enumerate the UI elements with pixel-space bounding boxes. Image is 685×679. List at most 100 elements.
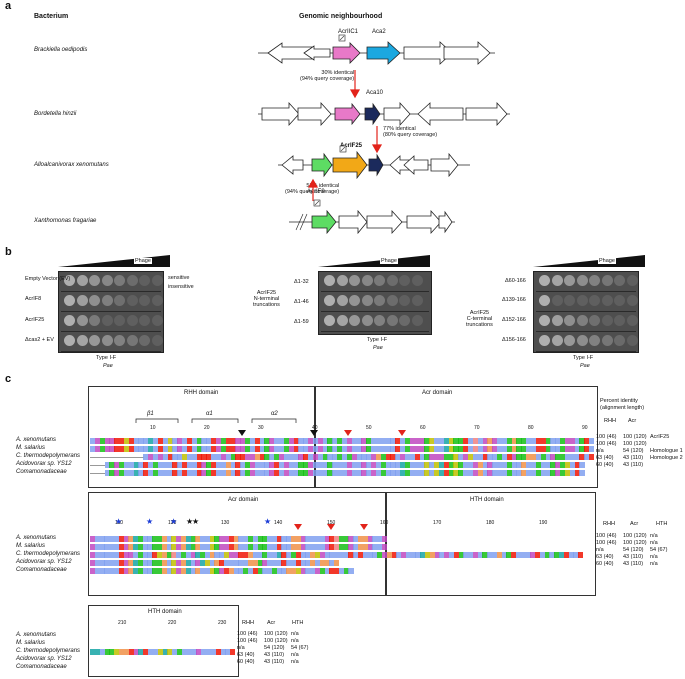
residue (109, 568, 115, 574)
residue (535, 446, 541, 452)
bacterium-header: Bacterium (34, 13, 69, 20)
residue (99, 560, 105, 566)
residue (167, 462, 173, 468)
residue (172, 649, 178, 655)
residue (138, 438, 144, 444)
residue (259, 446, 265, 452)
residue (99, 457, 105, 458)
species-brackiella: Brackiella oedipodis (34, 47, 88, 53)
residue (540, 446, 546, 452)
gene-label-acrif25: AcrIF25 (340, 143, 363, 149)
residue (482, 454, 488, 460)
residue (342, 454, 348, 460)
host-label-3: Pae (580, 363, 590, 369)
residue (375, 446, 382, 452)
position-tick: 90 (582, 425, 588, 431)
residue (94, 465, 100, 466)
plaque-spot (614, 295, 625, 306)
residue (458, 446, 464, 452)
residue (128, 446, 134, 452)
identity-row: 60 (40)43 (110) (596, 462, 644, 468)
residue (259, 470, 265, 476)
residue (405, 454, 411, 460)
plaque-spot (101, 295, 113, 306)
residue (338, 544, 344, 550)
residue (419, 454, 425, 460)
residue (300, 560, 306, 566)
residue (492, 454, 498, 460)
gene-label-aca2: Aca2 (372, 29, 386, 35)
residue (293, 438, 299, 444)
residue (516, 438, 522, 444)
residue (177, 470, 183, 476)
residue (560, 438, 566, 444)
residue (157, 470, 163, 476)
residue (448, 462, 454, 468)
residue (279, 454, 285, 460)
residue (233, 568, 239, 574)
residue (574, 462, 580, 468)
residue (390, 470, 396, 476)
col-rhh-2: RHH (603, 521, 615, 527)
residue (372, 544, 378, 550)
residue (346, 454, 352, 460)
residue (90, 438, 96, 444)
residue (463, 470, 469, 476)
residue (274, 470, 280, 476)
residue (274, 438, 280, 444)
residue (300, 552, 306, 558)
residue (243, 560, 249, 566)
residue (210, 649, 216, 655)
plaque-spot (614, 335, 625, 346)
residue (230, 649, 236, 655)
residue (361, 470, 367, 476)
residue (252, 544, 258, 550)
residue (372, 536, 378, 542)
residue (201, 438, 207, 444)
residue (240, 438, 246, 444)
residue (332, 446, 338, 452)
plaque-spot (101, 275, 113, 286)
plaque-spot (64, 315, 75, 326)
beta1-label: β1 (147, 411, 154, 417)
residue (172, 454, 178, 460)
residue (291, 560, 297, 566)
residue (138, 446, 144, 452)
plate-row (536, 292, 638, 312)
plaque-spot (151, 295, 163, 306)
residue (114, 457, 120, 458)
residue (147, 536, 153, 542)
residue (308, 470, 314, 476)
plaque-spot (76, 295, 88, 306)
residue (380, 470, 386, 476)
position-tick: 130 (221, 520, 230, 526)
residue (516, 470, 522, 476)
residue (305, 552, 311, 558)
arrow-note-3: 57% identical(94% query coverage) (285, 183, 340, 195)
residue (377, 552, 383, 558)
residue (148, 438, 154, 444)
residue (414, 438, 420, 444)
residue (501, 454, 508, 460)
residue (171, 552, 177, 558)
residue (167, 649, 173, 655)
residue (133, 438, 139, 444)
residue (563, 552, 569, 558)
residue (214, 552, 220, 558)
residue (182, 438, 188, 444)
residue (324, 552, 330, 558)
residue (463, 454, 469, 460)
residue (584, 438, 590, 444)
residue (200, 536, 206, 542)
col-acr-2: Acr (630, 521, 639, 527)
residue (291, 552, 297, 558)
residue (137, 560, 143, 566)
alignment-markers-2: ★ ★ ★ ★ ★ ★ (115, 517, 368, 530)
residue (308, 462, 314, 468)
residue (161, 552, 167, 558)
residue (434, 446, 440, 452)
genomic-neighbourhood-diagram (258, 34, 510, 235)
residue (177, 649, 183, 655)
hth-domain-label-3: HTH domain (148, 609, 182, 615)
residue (283, 462, 289, 468)
